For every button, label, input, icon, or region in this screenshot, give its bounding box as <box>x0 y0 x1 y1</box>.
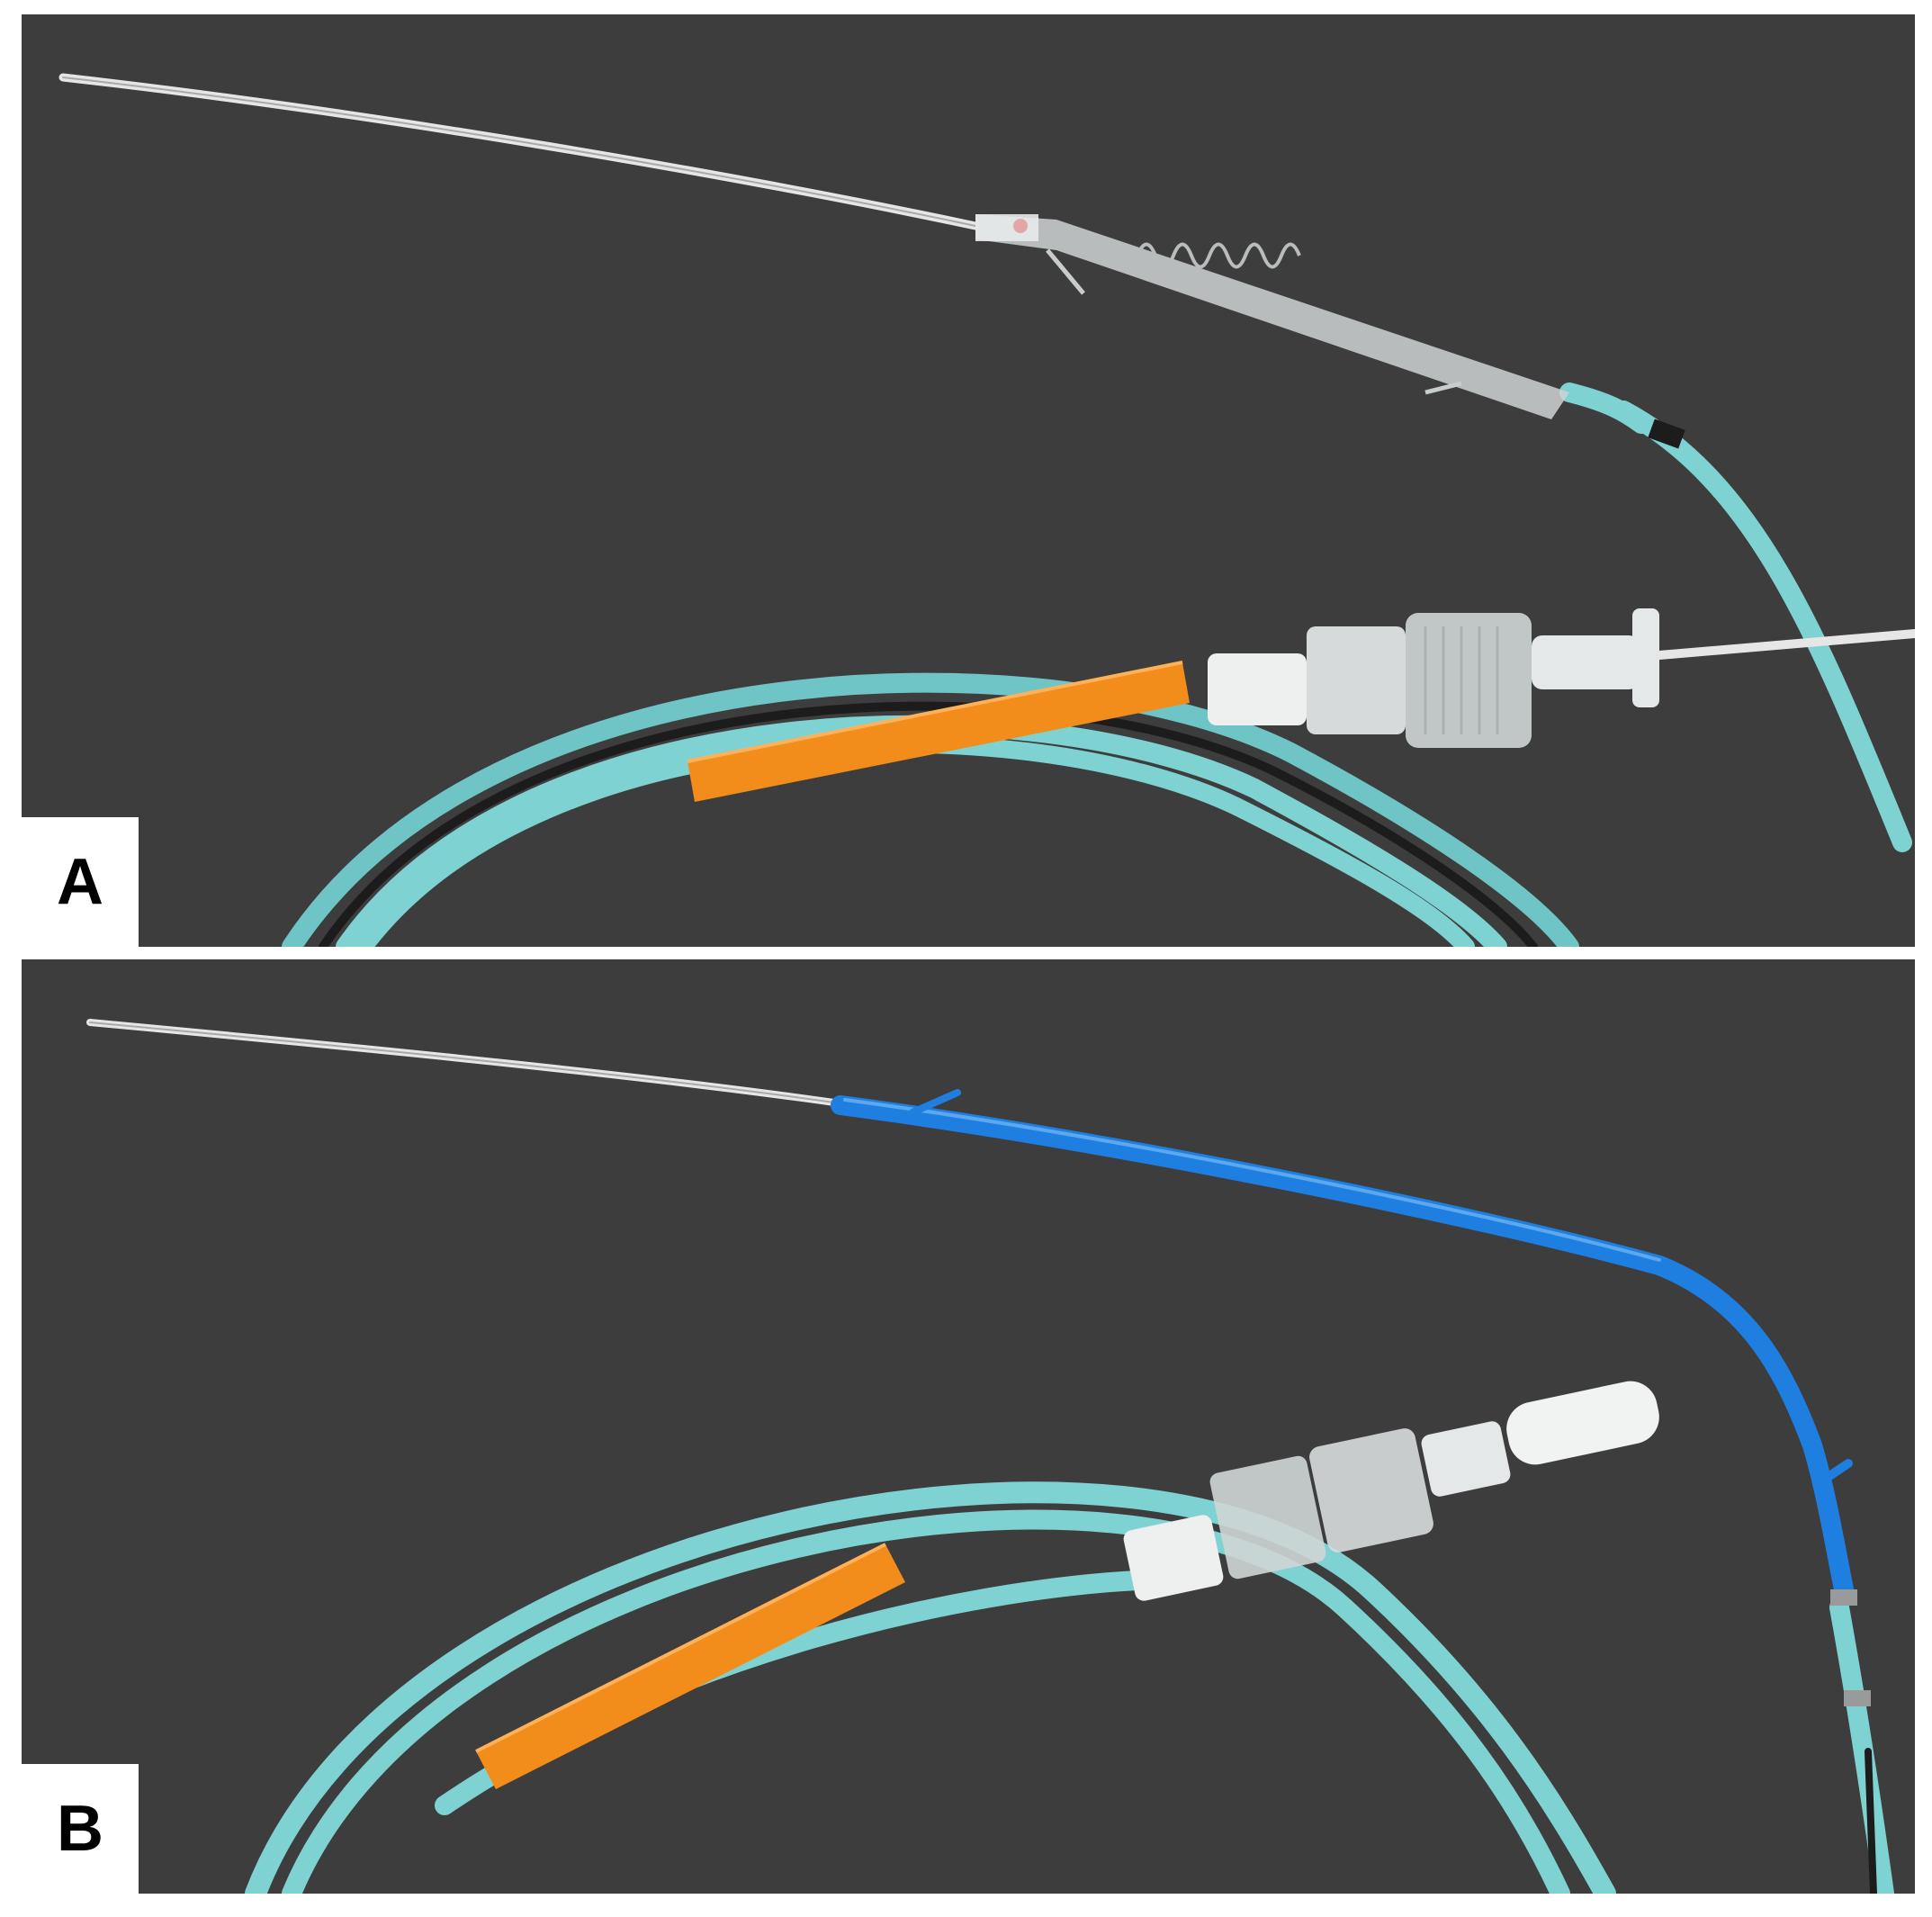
guidewire <box>86 1019 844 1107</box>
panel-a: A <box>22 14 1915 947</box>
teal-catheter-coil <box>245 1481 1894 1894</box>
guidewire <box>58 73 980 230</box>
panel-b-label: B <box>57 1793 103 1865</box>
panel-a-photo <box>58 73 1915 947</box>
panel-a-label: A <box>57 846 103 918</box>
panel-b-photo <box>86 1019 1894 1894</box>
luer-lock-hub <box>1208 608 1915 748</box>
orange-sleeve <box>687 661 1190 802</box>
panel-b-label-box: B <box>22 1764 139 1894</box>
teal-catheter-coil <box>282 382 1912 947</box>
panel-b: B <box>22 959 1915 1894</box>
blue-dilator-sheath <box>831 1089 1857 1606</box>
luer-lock-hub <box>1123 1381 1659 1601</box>
orange-sleeve <box>475 1543 905 1789</box>
clear-spiral-sheath <box>975 214 1685 449</box>
panel-a-label-box: A <box>22 817 139 947</box>
